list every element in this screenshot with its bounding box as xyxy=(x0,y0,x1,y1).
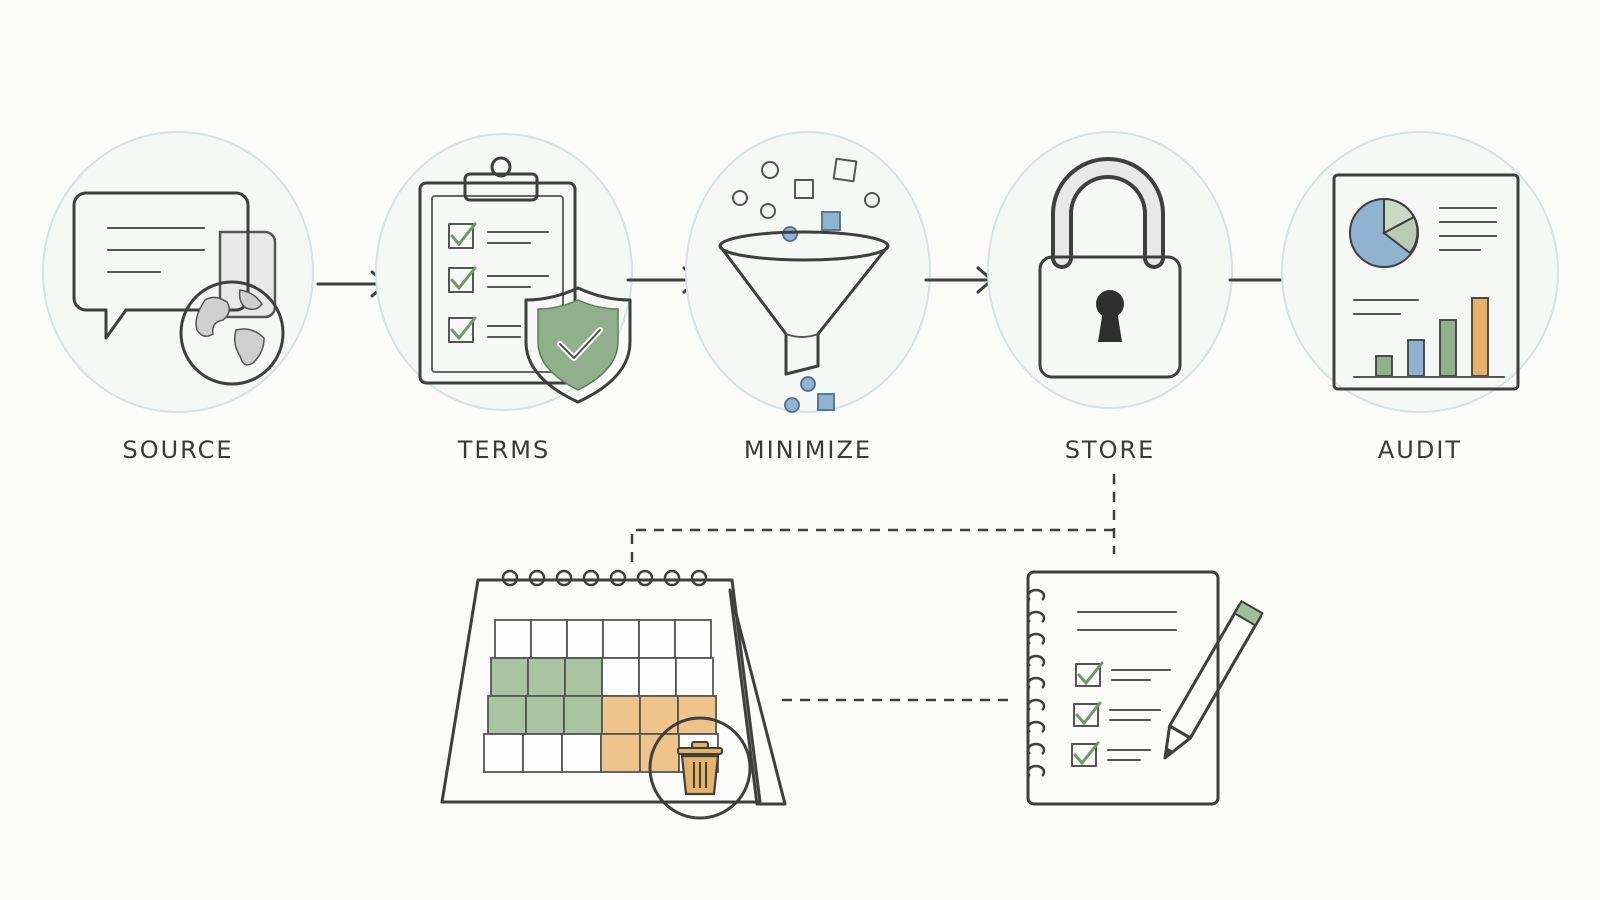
step-store xyxy=(987,131,1233,409)
arrow-minimize-store xyxy=(924,266,994,294)
funnel-icon xyxy=(718,157,890,413)
calendar-trash-icon xyxy=(440,569,787,820)
step-label-store: STORE xyxy=(1064,436,1156,464)
audit-halo xyxy=(1281,131,1559,413)
store-halo xyxy=(987,131,1233,409)
step-source xyxy=(42,131,314,413)
minimize-halo xyxy=(685,131,931,413)
clipboard-shield-icon xyxy=(418,156,632,404)
step-minimize xyxy=(685,131,931,413)
step-label-terms: TERMS xyxy=(457,436,551,464)
step-label-audit: AUDIT xyxy=(1377,436,1463,464)
chat-globe-icon xyxy=(72,191,285,386)
trash-icon xyxy=(648,716,752,820)
report-chart-icon xyxy=(1332,173,1520,391)
step-terms xyxy=(375,133,633,411)
step-audit xyxy=(1281,131,1559,413)
step-label-minimize: MINIMIZE xyxy=(743,436,873,464)
notebook-checklist-icon xyxy=(1026,570,1264,806)
dashed-connectors xyxy=(630,474,1116,702)
pencil-icon xyxy=(1163,599,1264,760)
padlock-icon xyxy=(1038,157,1182,379)
step-label-source: SOURCE xyxy=(122,436,234,464)
